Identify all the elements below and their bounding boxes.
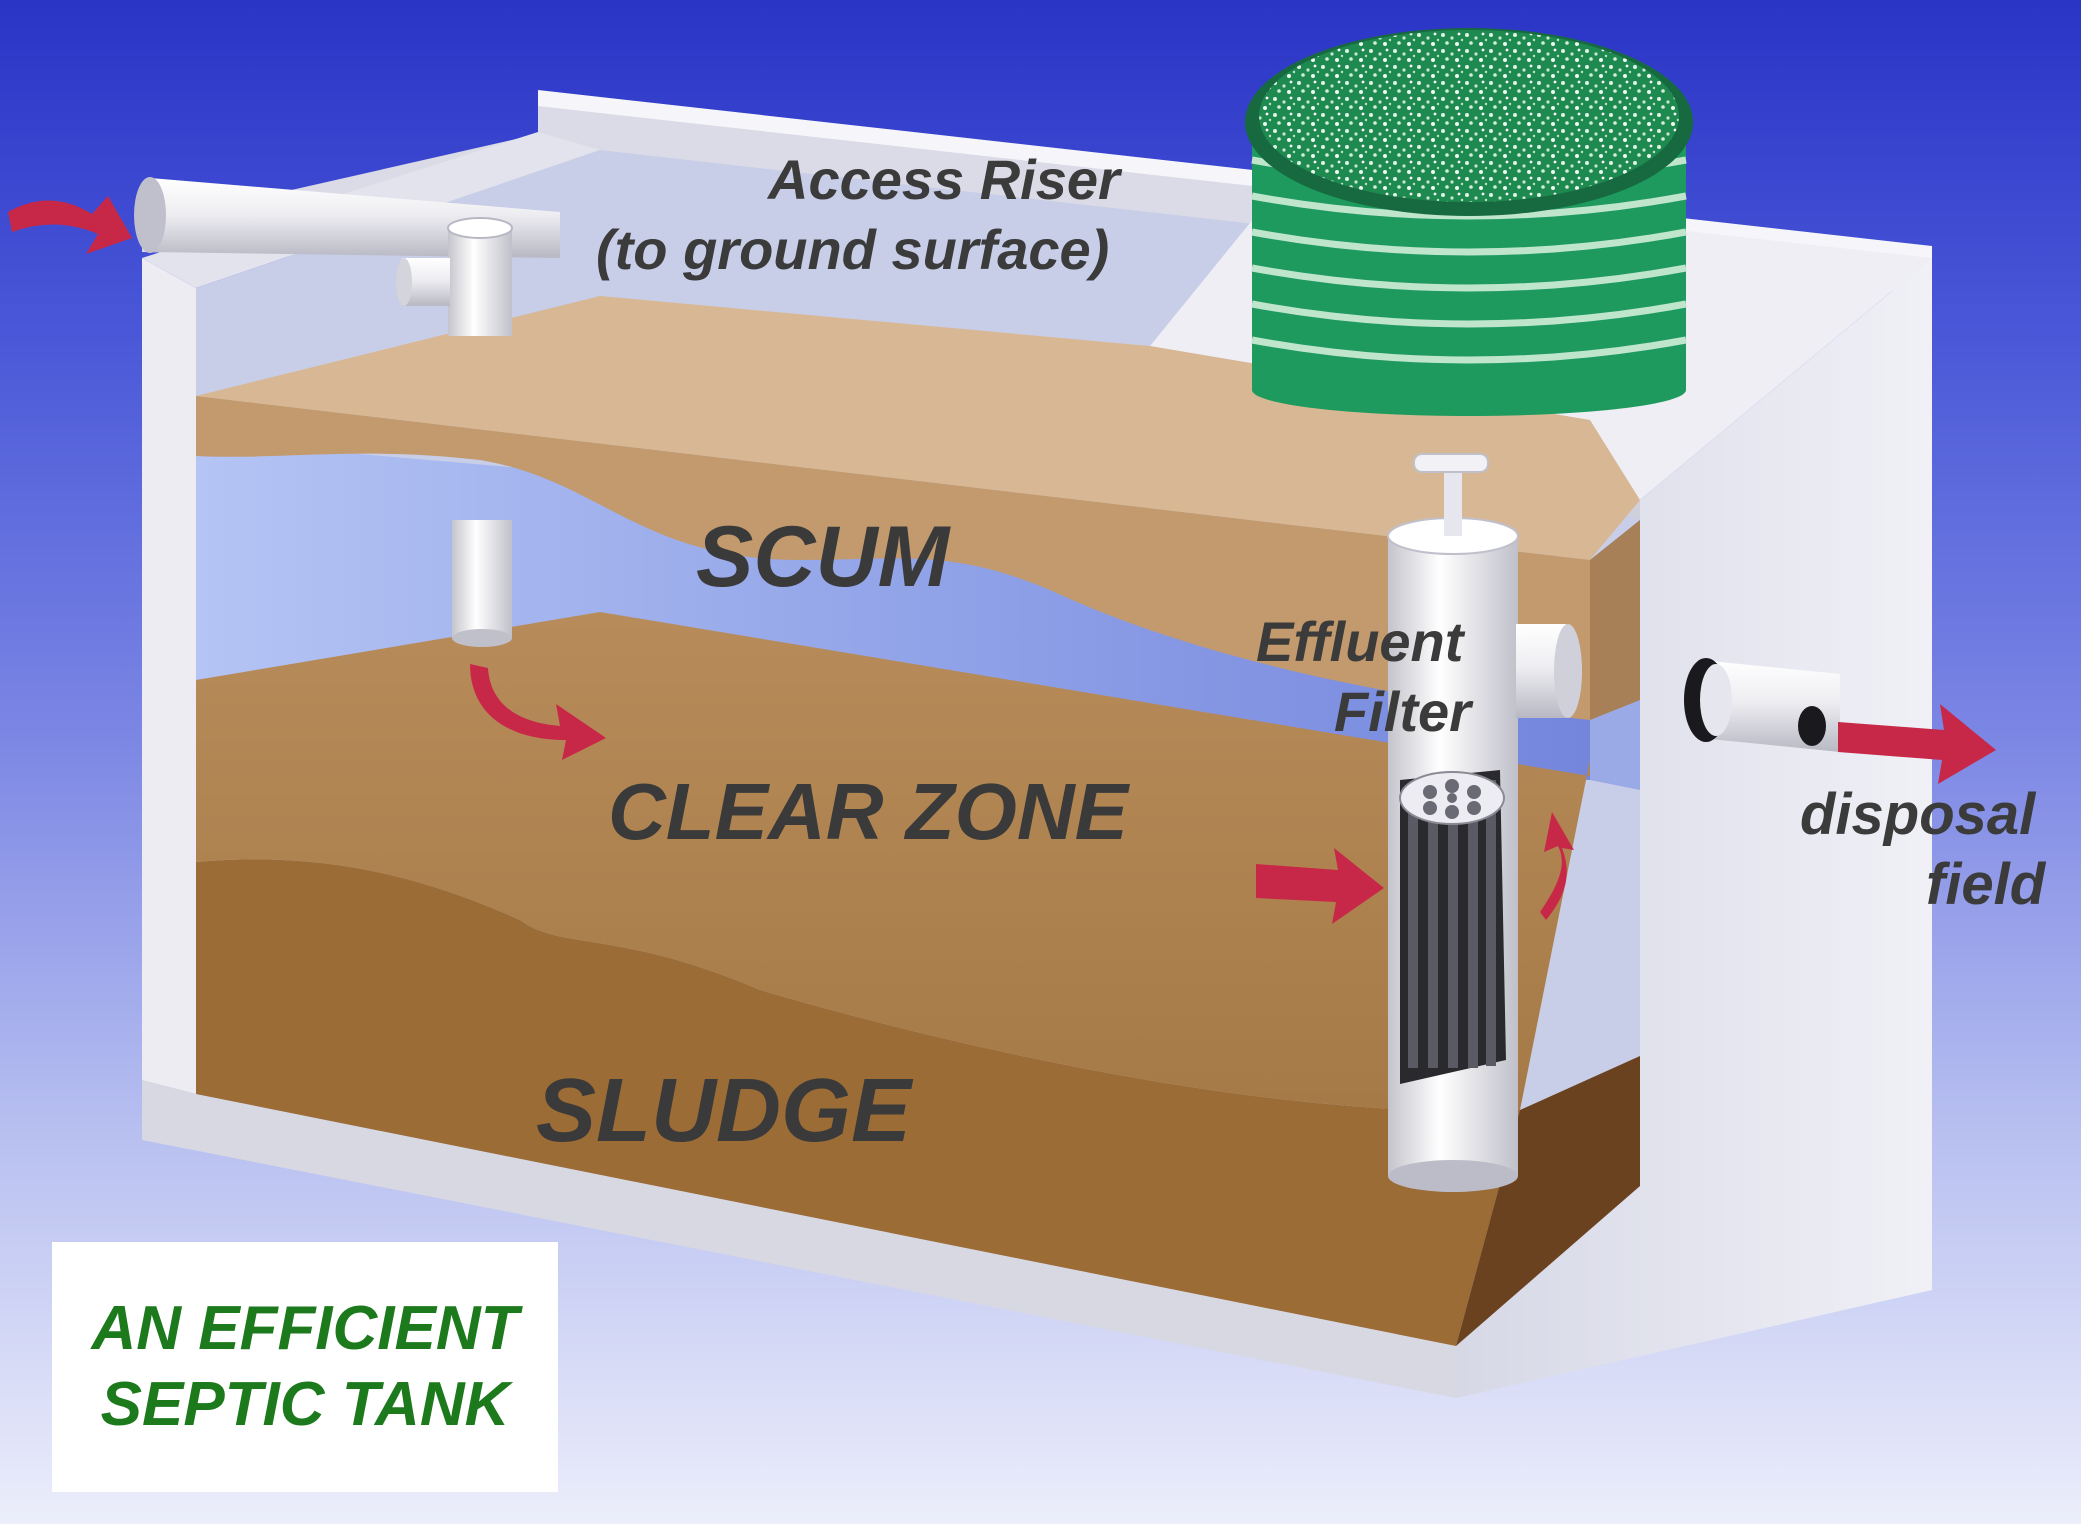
flow-arrow-filter-in xyxy=(1256,848,1384,924)
scum-top xyxy=(196,296,1640,560)
title-line2: SEPTIC TANK xyxy=(100,1370,510,1439)
scum-side xyxy=(1590,520,1640,720)
effluent-filter-label-line1: Effluent xyxy=(1256,610,1464,673)
sludge-front xyxy=(196,859,1520,1346)
title-box: AN EFFICIENT SEPTIC TANK xyxy=(52,1242,558,1492)
access-riser xyxy=(1245,28,1693,416)
effluent-filter xyxy=(1387,453,1582,1192)
tank-left-wall xyxy=(142,258,196,1094)
scum-label: SCUM xyxy=(696,509,950,605)
sludge-label: SLUDGE xyxy=(536,1061,912,1161)
sludge-side xyxy=(1456,1056,1640,1346)
disposal-field-label-line2: field xyxy=(1926,852,2046,917)
title-line1: AN EFFICIENT xyxy=(91,1294,519,1363)
access-riser-label-line2: (to ground surface) xyxy=(596,218,1110,281)
clear-zone-label: CLEAR ZONE xyxy=(608,767,1128,856)
flow-arrow-inlet-discharge xyxy=(470,664,606,760)
effluent-filter-label-line2: Filter xyxy=(1334,680,1471,743)
outlet-pipe xyxy=(1684,658,1840,752)
scum-front xyxy=(196,396,1590,720)
access-riser-label-line1: Access Riser xyxy=(768,148,1120,211)
flow-arrow-inlet xyxy=(8,196,132,254)
tank-bottom xyxy=(142,1080,1456,1398)
tank-right-wall xyxy=(1456,258,1932,1398)
flow-arrow-filter-up xyxy=(1540,812,1574,920)
disposal-field-label-line1: disposal xyxy=(1800,782,2036,847)
inlet-tee xyxy=(396,217,513,647)
flow-arrow-outlet xyxy=(1838,704,1996,784)
